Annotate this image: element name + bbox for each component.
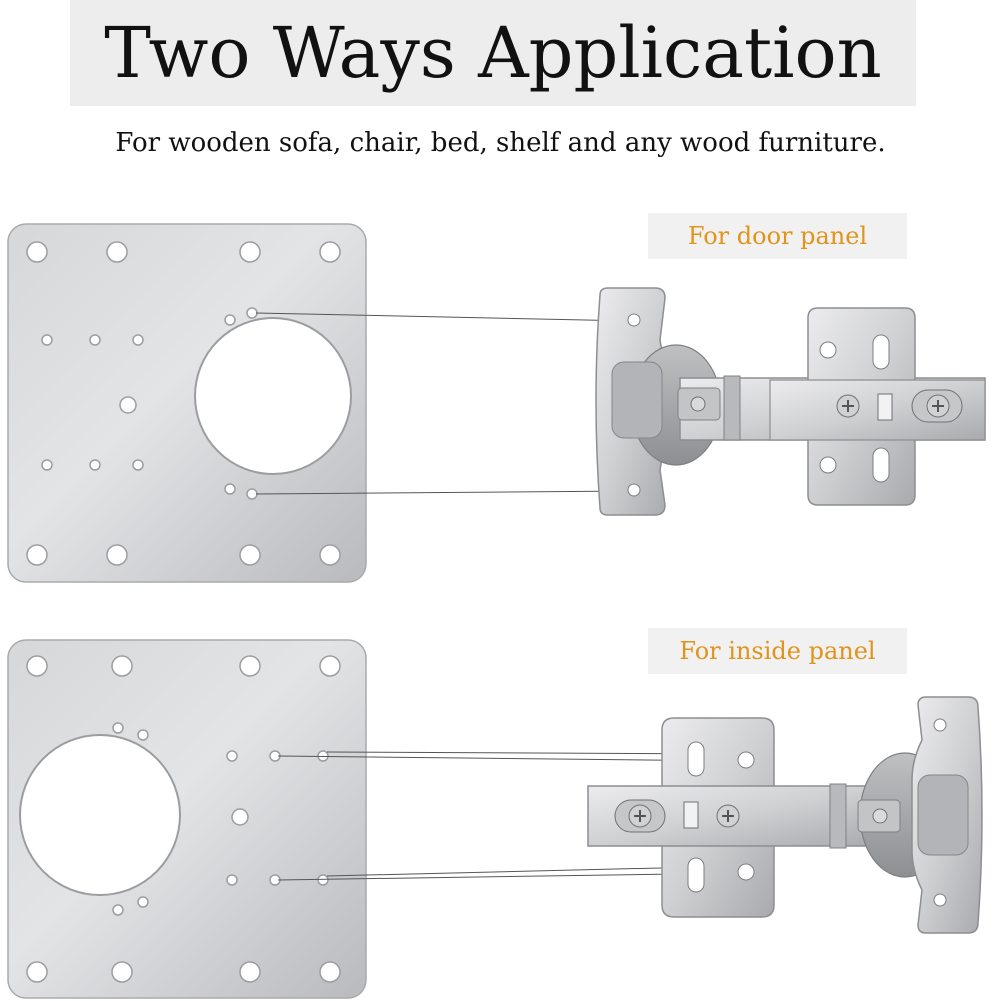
inside-panel-label: For inside panel — [648, 628, 907, 674]
cabinet-hinge-bottom — [587, 696, 983, 934]
cabinet-hinge-top — [595, 287, 986, 516]
repair-plate-bottom — [7, 639, 367, 999]
page-subtitle: For wooden sofa, chair, bed, shelf and a… — [115, 128, 886, 158]
door-panel-label: For door panel — [648, 213, 907, 259]
page-title: Two Ways Application — [104, 12, 882, 94]
repair-plate-top — [7, 223, 367, 583]
title-banner: Two Ways Application — [70, 0, 916, 106]
connector-lines-top — [255, 312, 634, 495]
